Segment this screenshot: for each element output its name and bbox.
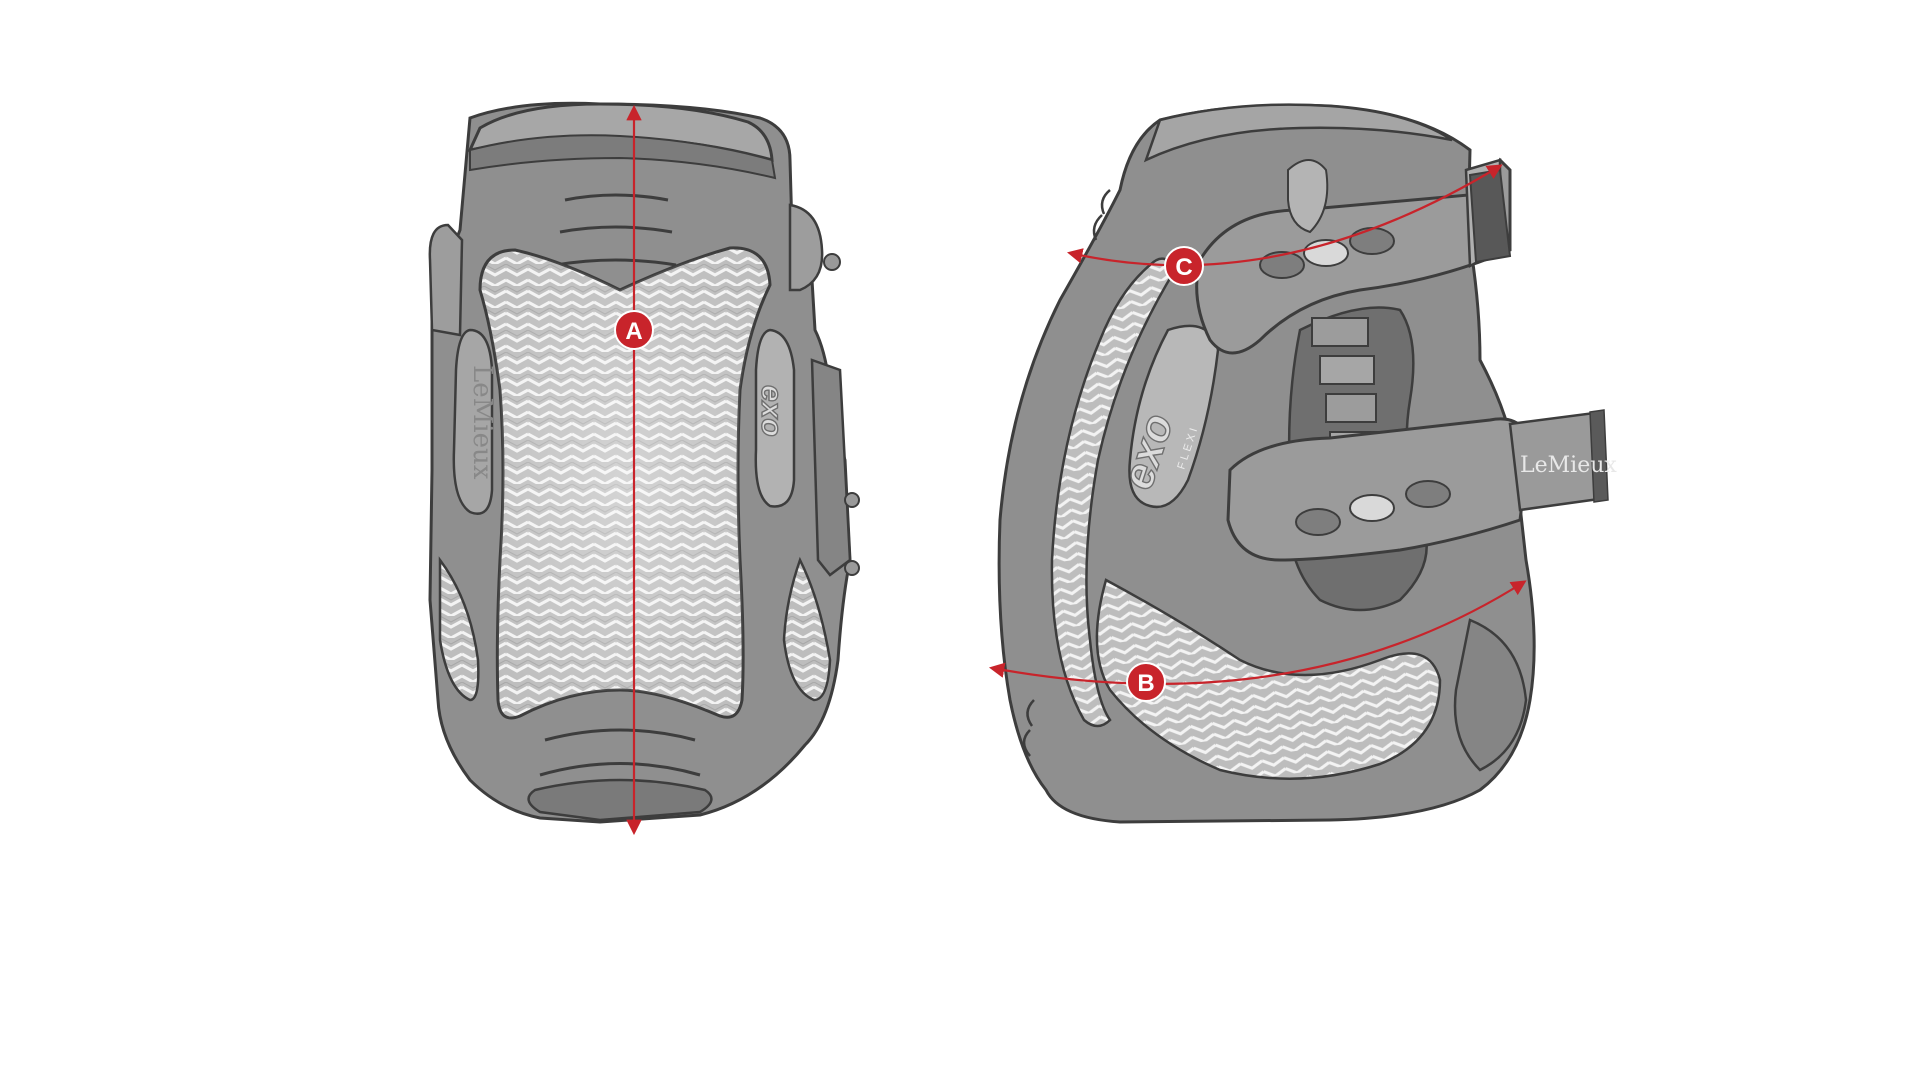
front-boot-strap-right bbox=[788, 203, 824, 292]
measurement-a: A bbox=[614, 104, 654, 836]
side-ridge bbox=[1026, 699, 1035, 727]
front-brand-label: LeMieux bbox=[467, 365, 497, 480]
measurement-b-label: B bbox=[1137, 670, 1154, 697]
stud bbox=[823, 253, 841, 271]
measurement-b-line bbox=[988, 580, 1527, 685]
front-lower-right-wing bbox=[782, 556, 832, 702]
vent-slot bbox=[1319, 355, 1375, 385]
strap-hole bbox=[1349, 494, 1395, 522]
measurement-c: C bbox=[1066, 164, 1503, 286]
side-view-boot: exo FLEXI LeMieux bbox=[997, 103, 1617, 824]
strap-hole bbox=[1405, 480, 1451, 508]
vent-slot bbox=[1311, 317, 1369, 347]
front-left-window bbox=[452, 328, 494, 515]
measurement-c-badge bbox=[1164, 246, 1204, 286]
stud bbox=[844, 560, 860, 576]
front-boot-rib bbox=[555, 258, 677, 267]
measurement-c-label: C bbox=[1175, 254, 1192, 281]
measurement-c-line bbox=[1066, 164, 1503, 267]
measurement-b-badge bbox=[1126, 662, 1166, 702]
side-ridge bbox=[1022, 729, 1031, 757]
strap-hole bbox=[1295, 508, 1341, 536]
vent-slot bbox=[1325, 393, 1377, 423]
front-view-boot: LeMieux exo bbox=[428, 101, 860, 824]
front-carbon-panel-glow bbox=[480, 247, 770, 718]
front-boot-bottom bbox=[527, 778, 713, 822]
measurement-a-badge bbox=[614, 310, 654, 350]
side-strap-brand-label: LeMieux bbox=[1520, 453, 1617, 478]
front-logo-label: exo bbox=[755, 385, 788, 437]
stud bbox=[844, 492, 860, 508]
front-boot-strap-right-2 bbox=[810, 358, 852, 577]
measurement-a-label: A bbox=[625, 318, 642, 345]
front-boot-rib bbox=[564, 193, 669, 202]
front-boot-lip bbox=[469, 134, 777, 180]
front-boot-lower-rib bbox=[544, 728, 696, 742]
front-boot-strap-left bbox=[428, 223, 464, 337]
front-lower-left-wing bbox=[438, 556, 480, 702]
front-boot-rib bbox=[559, 225, 673, 234]
front-right-window bbox=[754, 328, 796, 508]
side-lower-velcro bbox=[1589, 409, 1609, 503]
measurement-b: B bbox=[988, 580, 1527, 702]
side-boot-top-cuff bbox=[1143, 103, 1453, 163]
strap-hole bbox=[1349, 227, 1395, 255]
front-boot-lower-rib bbox=[539, 762, 701, 777]
